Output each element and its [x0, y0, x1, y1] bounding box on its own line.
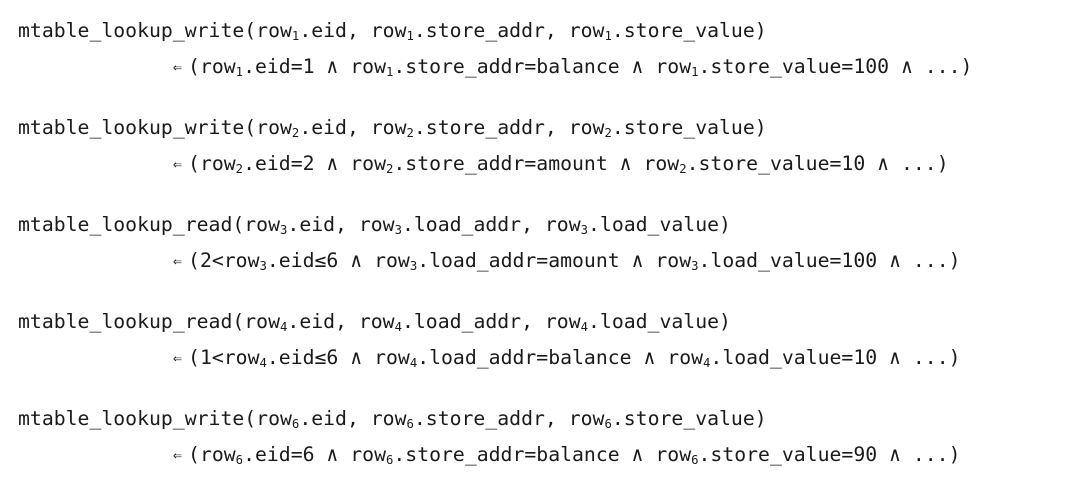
lookup-rule: mtable_lookup_write(row2.eid, row2.store…: [18, 110, 1073, 207]
row-index-subscript: 1: [291, 29, 300, 44]
row-index-subscript: 6: [291, 417, 300, 432]
row-index-subscript: 3: [580, 223, 589, 238]
rule-head-line: mtable_lookup_read(row4.eid, row4.load_a…: [18, 304, 1073, 340]
implies-symbol: ⇐: [173, 349, 183, 367]
row-index-subscript: 6: [604, 417, 612, 432]
row-index-subscript: 4: [280, 320, 288, 335]
code-text: .store_value): [611, 19, 767, 42]
code-text: .eid, row: [299, 407, 407, 430]
code-text: .store_value): [611, 116, 767, 139]
code-text: .store_addr, row: [413, 407, 605, 430]
code-text: .load_addr=amount ∧ row: [417, 249, 692, 272]
code-text: .eid, row: [287, 310, 395, 333]
row-index-subscript: 3: [394, 223, 402, 238]
lookup-rule: mtable_lookup_write(row1.eid, row1.store…: [18, 13, 1073, 110]
code-text: (2<row: [188, 249, 260, 272]
code-text: .load_addr, row: [401, 213, 581, 236]
code-text: mtable_lookup_write(row: [18, 19, 292, 42]
code-text: mtable_lookup_read(row: [18, 213, 281, 236]
code-text: mtable_lookup_read(row: [18, 310, 281, 333]
rule-condition-line: ⇐(row1.eid=1 ∧ row1.store_addr=balance ∧…: [18, 49, 1073, 85]
code-text: .load_addr, row: [401, 310, 581, 333]
code-text: .store_addr=amount ∧ row: [393, 152, 680, 175]
row-index-subscript: 1: [406, 29, 414, 44]
implies-symbol: ⇐: [173, 252, 183, 270]
row-index-subscript: 6: [235, 453, 244, 468]
code-text: (row: [188, 152, 236, 175]
code-text: .load_value): [588, 310, 731, 333]
rule-condition-line: ⇐(row2.eid=2 ∧ row2.store_addr=amount ∧ …: [18, 146, 1073, 182]
row-index-subscript: 4: [409, 356, 418, 371]
lookup-rule: mtable_lookup_read(row3.eid, row3.load_a…: [18, 207, 1073, 304]
row-index-subscript: 4: [259, 356, 267, 371]
code-text: .store_addr=balance ∧ row: [393, 55, 692, 78]
row-index-subscript: 4: [580, 320, 589, 335]
code-text: .eid≤6 ∧ row: [266, 346, 410, 369]
rule-head-line: mtable_lookup_read(row3.eid, row3.load_a…: [18, 207, 1073, 243]
code-text: .load_addr=balance ∧ row: [417, 346, 704, 369]
row-index-subscript: 2: [406, 126, 414, 141]
code-text: (row: [188, 55, 236, 78]
code-text: .store_value=10 ∧ ...): [686, 152, 949, 175]
row-index-subscript: 1: [604, 29, 612, 44]
lookup-rule: mtable_lookup_write(row6.eid, row6.store…: [18, 401, 1073, 498]
code-text: .store_addr, row: [413, 116, 605, 139]
code-text: .store_value=90 ∧ ...): [698, 443, 961, 466]
rule-condition-line: ⇐(1<row4.eid≤6 ∧ row4.load_addr=balance …: [18, 340, 1073, 376]
row-index-subscript: 6: [385, 453, 394, 468]
row-index-subscript: 2: [291, 126, 300, 141]
row-index-subscript: 2: [235, 162, 244, 177]
code-text: mtable_lookup_write(row: [18, 116, 292, 139]
code-text: .store_addr=balance ∧ row: [393, 443, 692, 466]
rule-condition-line: ⇐(row6.eid=6 ∧ row6.store_addr=balance ∧…: [18, 437, 1073, 473]
lookup-rules-listing: mtable_lookup_write(row1.eid, row1.store…: [18, 13, 1073, 498]
rule-head-line: mtable_lookup_write(row1.eid, row1.store…: [18, 13, 1073, 49]
code-text: (row: [188, 443, 236, 466]
code-text: .eid, row: [299, 116, 407, 139]
code-text: .eid=1 ∧ row: [243, 55, 386, 78]
code-text: (1<row: [188, 346, 260, 369]
row-index-subscript: 3: [691, 259, 699, 274]
code-text: .eid, row: [299, 19, 407, 42]
rule-condition-line: ⇐(2<row3.eid≤6 ∧ row3.load_addr=amount ∧…: [18, 243, 1073, 279]
implies-symbol: ⇐: [173, 155, 183, 173]
row-index-subscript: 1: [235, 65, 244, 80]
implies-symbol: ⇐: [173, 446, 183, 464]
row-index-subscript: 1: [385, 65, 394, 80]
row-index-subscript: 3: [259, 259, 267, 274]
row-index-subscript: 2: [604, 126, 612, 141]
code-text: .load_value=10 ∧ ...): [710, 346, 961, 369]
implies-symbol: ⇐: [173, 58, 183, 76]
lookup-rule: mtable_lookup_read(row4.eid, row4.load_a…: [18, 304, 1073, 401]
code-text: .eid, row: [287, 213, 395, 236]
code-text: .load_value=100 ∧ ...): [698, 249, 961, 272]
row-index-subscript: 1: [691, 65, 699, 80]
code-text: mtable_lookup_write(row: [18, 407, 292, 430]
row-index-subscript: 4: [394, 320, 402, 335]
code-text: .store_value): [611, 407, 767, 430]
row-index-subscript: 3: [409, 259, 418, 274]
code-text: .eid≤6 ∧ row: [266, 249, 410, 272]
code-text: .store_value=100 ∧ ...): [698, 55, 973, 78]
code-text: .load_value): [588, 213, 731, 236]
code-text: .eid=2 ∧ row: [243, 152, 386, 175]
code-text: .eid=6 ∧ row: [243, 443, 386, 466]
row-index-subscript: 4: [703, 356, 711, 371]
rule-head-line: mtable_lookup_write(row2.eid, row2.store…: [18, 110, 1073, 146]
rule-head-line: mtable_lookup_write(row6.eid, row6.store…: [18, 401, 1073, 437]
row-index-subscript: 2: [679, 162, 687, 177]
code-text: .store_addr, row: [413, 19, 605, 42]
row-index-subscript: 3: [280, 223, 288, 238]
row-index-subscript: 6: [691, 453, 699, 468]
row-index-subscript: 2: [385, 162, 394, 177]
row-index-subscript: 6: [406, 417, 414, 432]
